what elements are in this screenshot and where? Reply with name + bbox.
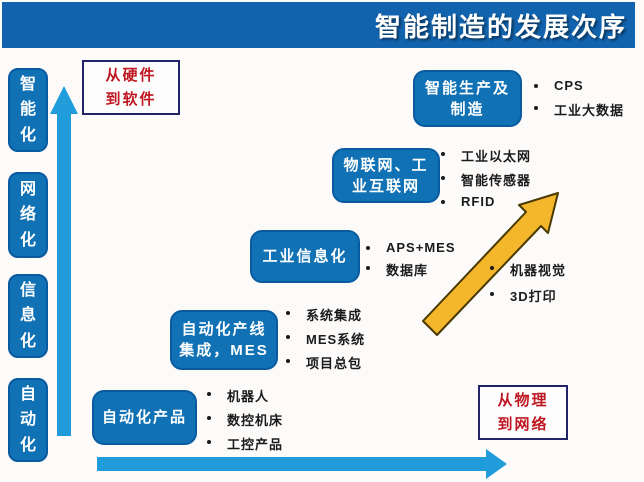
annotation-line: 到软件 [105, 90, 157, 108]
bullet-text: 机器人 [227, 389, 270, 404]
annotation-physical-to-network: 从物理 到网络 [478, 385, 568, 440]
axis-level-informatization: 信息化 [8, 274, 48, 358]
stage-label-line: 智能生产及 [424, 79, 510, 97]
stage-label-line: 物联网、工 [343, 156, 429, 174]
bullet-dot-icon [286, 311, 290, 315]
axis-level-automation: 自动化 [8, 378, 48, 462]
page-title: 智能制造的发展次序 [374, 11, 627, 42]
bullet-text: 智能传感器 [461, 173, 532, 188]
stage-label-line: 制造 [450, 100, 485, 118]
stage-label-line: 工业信息化 [262, 248, 348, 265]
bullet-item: 项目总包 [286, 353, 365, 372]
bullet-text: 工业以太网 [461, 149, 532, 164]
diagonal-trend-arrow [422, 192, 559, 336]
bullet-text: 工控产品 [227, 437, 284, 452]
stage-bullets-industrial-informatization: APS+MES 数据库 [366, 240, 456, 284]
axis-level-networking: 网络化 [8, 172, 48, 258]
stage-box-automation-products: 自动化产品 [92, 390, 197, 445]
bullet-dot-icon [490, 266, 494, 270]
axis-level-label: 自动化 [19, 385, 36, 454]
axis-level-intelligentization: 智能化 [8, 68, 48, 152]
bullet-text: 数据库 [386, 263, 429, 278]
bullet-item: 数据库 [366, 260, 456, 279]
bullet-dot-icon [441, 152, 445, 156]
bullet-dot-icon [441, 176, 445, 180]
bullet-dot-icon [207, 416, 211, 420]
bullet-text: 系统集成 [306, 308, 363, 323]
bullet-item: 智能传感器 [441, 170, 531, 189]
bullet-dot-icon [207, 392, 211, 396]
axis-level-label: 网络化 [19, 180, 36, 249]
stage-label-line: 自动化产线 [181, 321, 267, 338]
bullet-item: 工业以太网 [441, 146, 531, 165]
stage-box-iot-industrial-internet: 物联网、工 业互联网 [332, 148, 440, 203]
bullet-item: 3D打印 [490, 286, 566, 305]
stage-bullets-iot-industrial-internet: 工业以太网 智能传感器 RFID [441, 146, 531, 214]
bullet-dot-icon [441, 200, 445, 204]
bullet-dot-icon [366, 266, 370, 270]
vertical-axis-arrow [50, 86, 78, 436]
bullet-text: 工业大数据 [554, 103, 625, 118]
axis-level-label: 信息化 [19, 281, 36, 350]
stage-box-industrial-informatization: 工业信息化 [250, 230, 360, 283]
annotation-line: 从物理 [497, 392, 549, 410]
annotation-line: 从硬件 [105, 67, 157, 85]
bullet-dot-icon [207, 440, 211, 444]
bullet-text: MES系统 [306, 332, 366, 347]
horizontal-axis-arrow [97, 449, 507, 479]
stage-box-intelligent-production: 智能生产及 制造 [413, 70, 522, 127]
stage-bullets-intelligent-production: CPS 工业大数据 [534, 78, 624, 126]
bullet-text: CPS [554, 78, 584, 93]
axis-level-label: 智能化 [19, 75, 36, 144]
bullet-text: 3D打印 [510, 289, 557, 304]
stage-label-line: 集成，MES [179, 342, 269, 359]
stage-label-line: 自动化产品 [101, 409, 187, 426]
stage-label-line: 业互联网 [351, 177, 420, 195]
bullet-item: RFID [441, 194, 531, 209]
stage-bullets-automation-products: 机器人 数控机床 工控产品 [207, 386, 283, 458]
bullet-item: 工业大数据 [534, 100, 624, 119]
bullet-item: 机器人 [207, 386, 283, 405]
bullet-dot-icon [286, 335, 290, 339]
bullet-item: 机器视觉 [490, 260, 566, 279]
bullet-text: 项目总包 [306, 356, 363, 371]
bullet-dot-icon [490, 292, 494, 296]
title-bar: 智能制造的发展次序 [2, 2, 635, 48]
bullet-text: 机器视觉 [510, 263, 567, 278]
bullet-dot-icon [366, 246, 370, 250]
bullet-item: APS+MES [366, 240, 456, 255]
bullet-item: CPS [534, 78, 624, 93]
bullet-item: 工控产品 [207, 434, 283, 453]
floating-bullets-vision-3dprint: 机器视觉 3D打印 [490, 260, 566, 312]
stage-box-line-integration-mes: 自动化产线 集成，MES [170, 310, 278, 370]
bullet-item: 数控机床 [207, 410, 283, 429]
bullet-dot-icon [534, 106, 538, 110]
annotation-line: 到网络 [497, 415, 549, 433]
bullet-text: 数控机床 [227, 413, 284, 428]
bullet-text: RFID [461, 194, 496, 209]
annotation-hardware-to-software: 从硬件 到软件 [82, 60, 180, 115]
bullet-dot-icon [534, 84, 538, 88]
bullet-text: APS+MES [386, 240, 456, 255]
bullet-item: 系统集成 [286, 305, 365, 324]
bullet-item: MES系统 [286, 329, 365, 348]
bullet-dot-icon [286, 359, 290, 363]
stage-bullets-line-integration-mes: 系统集成 MES系统 项目总包 [286, 305, 365, 377]
